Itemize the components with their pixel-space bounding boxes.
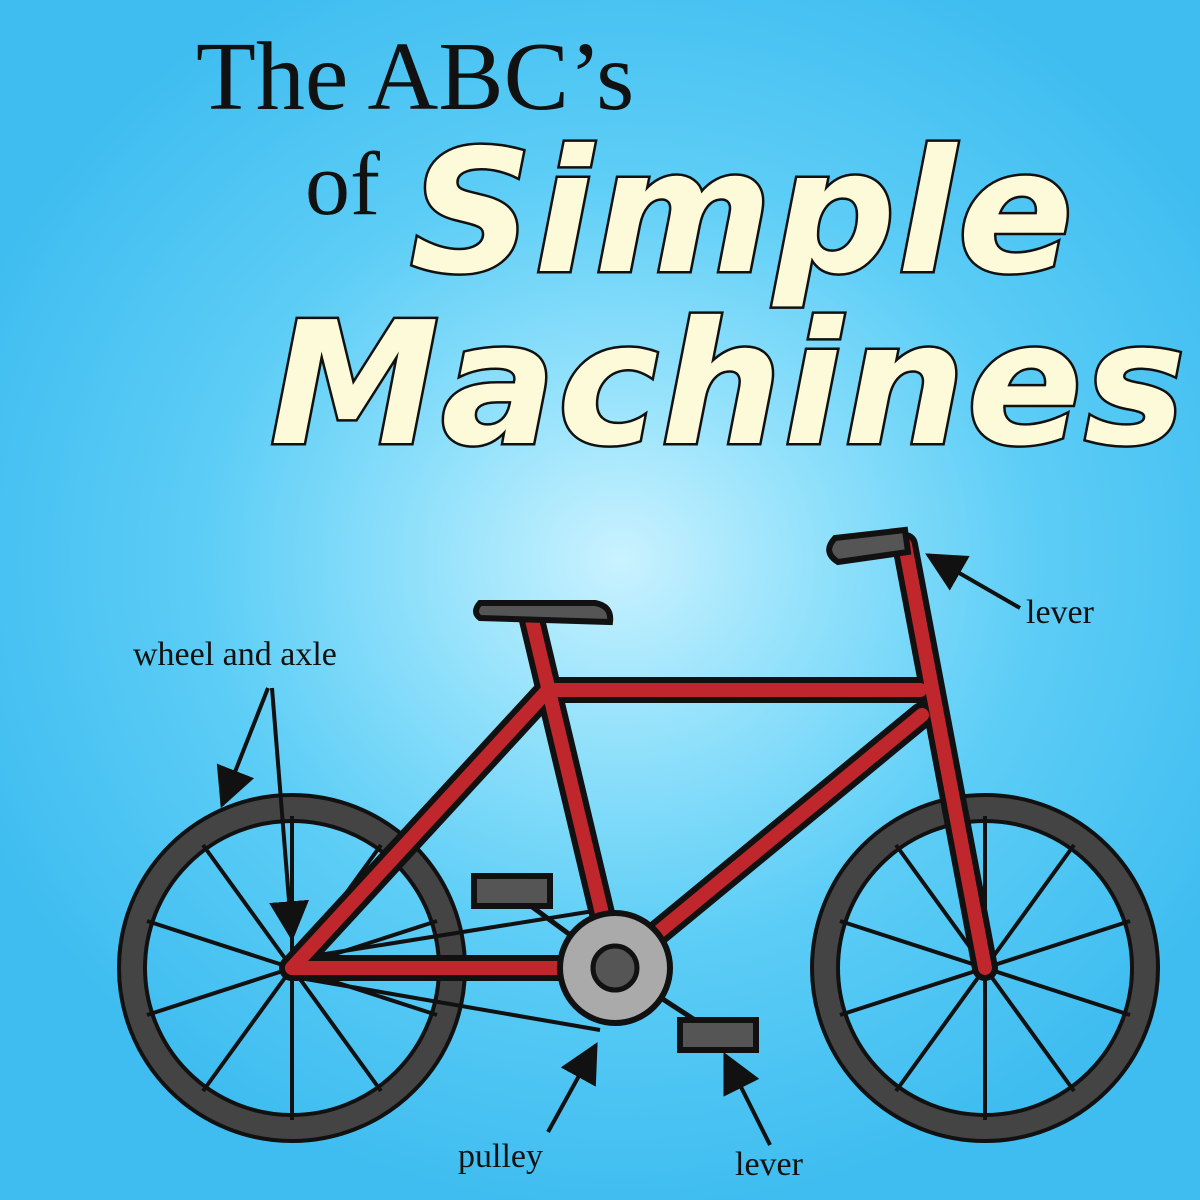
arrow-pulley <box>546 1042 598 1133</box>
arrow-lever-pedal <box>723 1052 772 1146</box>
handlebar-grip <box>826 526 912 566</box>
title-word-simple: Simple <box>407 114 1076 312</box>
label-pulley: pulley <box>458 1138 543 1175</box>
arrow-wheel-axle <box>269 687 310 942</box>
bike-seat <box>473 600 614 626</box>
pedal-back <box>471 873 617 971</box>
front-wheel <box>810 793 1160 1143</box>
label-wheel-and-axle: wheel and axle <box>133 636 337 673</box>
annotation-arrows <box>216 553 1021 1146</box>
chainring <box>557 910 673 1026</box>
label-lever-pedal: lever <box>735 1146 804 1183</box>
arrow-wheel-tire <box>216 687 270 809</box>
label-lever-handlebar: lever <box>1026 594 1095 631</box>
title-line-the-abcs: The ABC’s <box>196 23 635 131</box>
title-line-of: of <box>305 135 380 234</box>
bike-frame <box>279 532 998 981</box>
title-word-machines: Machines <box>267 286 1188 484</box>
arrow-lever-handlebar <box>925 553 1021 610</box>
